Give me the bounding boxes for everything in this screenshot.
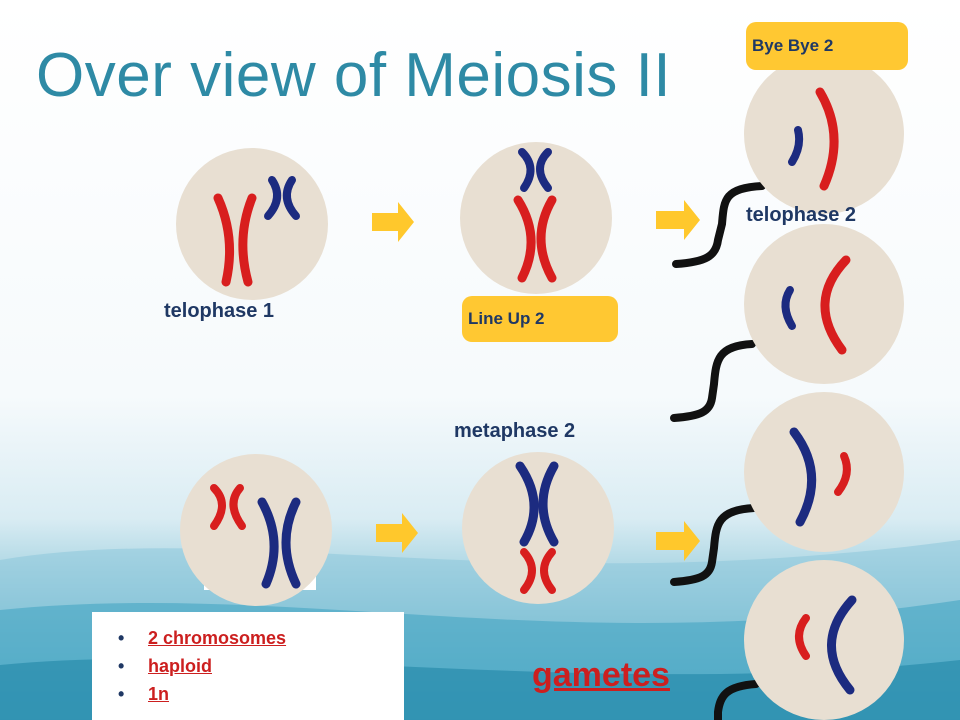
metaphase-2-cell-top [460, 142, 612, 294]
summary-box: • 2 chromosomes • haploid • 1n [92, 612, 404, 720]
right-arrow-icon [656, 521, 700, 561]
gamete-cell-4 [744, 560, 904, 720]
summary-item-text[interactable]: 1n [148, 684, 170, 704]
right-arrow-icon [656, 200, 700, 240]
bullet-icon: • [118, 656, 125, 676]
gamete-cell-2 [744, 224, 904, 384]
telophase-2-label: telophase 2 [746, 204, 857, 226]
summary-item-text[interactable]: 2 chromosomes [148, 628, 287, 648]
gamete-cell-1 [744, 54, 904, 214]
metaphase-2-cell-bottom [462, 452, 614, 604]
bracket-icon [714, 680, 760, 720]
gametes-link[interactable]: gametes [532, 656, 670, 694]
metaphase-2-label: metaphase 2 [454, 420, 576, 442]
telophase-1-label: telophase 1 [164, 300, 275, 322]
gamete-cell-3 [744, 392, 904, 552]
slide-title: Over view of Meiosis II [36, 41, 672, 110]
right-arrow-icon [376, 513, 418, 553]
list-item[interactable]: • 2 chromosomes [118, 624, 404, 652]
line-up-badge: Line Up 2 [462, 296, 618, 342]
right-arrow-icon [372, 202, 414, 242]
bracket-icon [670, 340, 756, 422]
list-item[interactable]: • haploid [118, 652, 404, 680]
telophase-1-cell-top [176, 148, 328, 300]
bracket-icon [670, 504, 758, 586]
summary-list: • 2 chromosomes • haploid • 1n [92, 612, 404, 708]
list-item[interactable]: • 1n [118, 680, 404, 708]
telophase-1-cell-bottom [180, 454, 332, 606]
bracket-icon [672, 182, 766, 268]
summary-item-text[interactable]: haploid [148, 656, 212, 676]
bye-bye-badge: Bye Bye 2 [746, 22, 908, 70]
bullet-icon: • [118, 684, 125, 704]
bullet-icon: • [118, 628, 125, 648]
